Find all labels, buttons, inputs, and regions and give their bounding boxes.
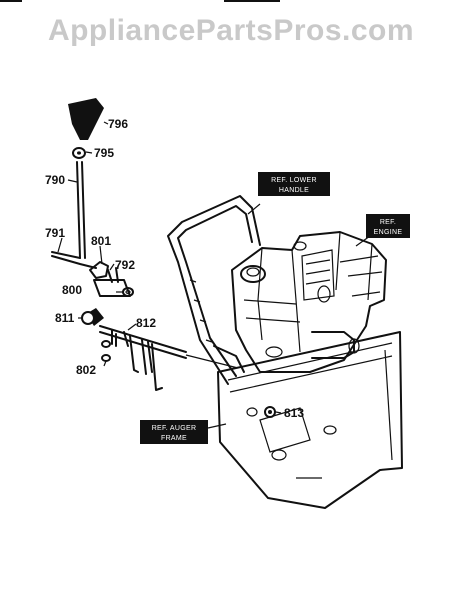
lower-handle: [167, 195, 261, 385]
ref-lower-handle-line2: HANDLE: [279, 187, 309, 194]
label-801: 801: [91, 234, 111, 248]
label-800: 800: [62, 283, 82, 297]
watermark: AppliancePartsPros.com: [47, 14, 415, 47]
label-802: 802: [76, 363, 96, 377]
ref-engine-callout: REF. ENGINE: [366, 214, 410, 238]
label-792: 792: [115, 258, 135, 272]
knob-796: [68, 98, 104, 140]
label-811: 811: [55, 311, 75, 325]
top-rule-right: [224, 0, 280, 2]
rod-791: [51, 251, 97, 269]
top-rule-left: [0, 0, 22, 2]
ref-engine-line2: ENGINE: [374, 229, 403, 236]
bolt-813: [264, 406, 276, 418]
shift-rod-790: [76, 161, 86, 259]
auger-frame: [217, 331, 403, 509]
ref-lower-handle-callout: REF. LOWER HANDLE: [258, 172, 330, 196]
shift-shaft-812: [81, 308, 239, 391]
bushing-811: [81, 311, 95, 325]
ref-auger-frame-callout: REF. AUGER FRAME: [140, 420, 208, 444]
label-790: 790: [45, 173, 65, 187]
ref-auger-frame-line2: FRAME: [161, 435, 187, 442]
label-796: 796: [108, 117, 128, 131]
leader-lines: [57, 121, 371, 429]
engine: [231, 231, 387, 373]
label-813: 813: [284, 406, 304, 420]
ref-lower-handle-line1: REF. LOWER: [271, 177, 317, 184]
washer-802a: [101, 340, 111, 348]
ref-engine-line1: REF.: [380, 219, 396, 226]
part-labels: 796 795 790 791 801 792 800 811 812 802 …: [45, 117, 304, 420]
label-791: 791: [45, 226, 65, 240]
bracket-801: [89, 261, 109, 279]
label-812: 812: [136, 316, 156, 330]
label-795: 795: [94, 146, 114, 160]
ref-auger-frame-line1: REF. AUGER: [152, 425, 197, 432]
washer-802b: [101, 354, 111, 362]
